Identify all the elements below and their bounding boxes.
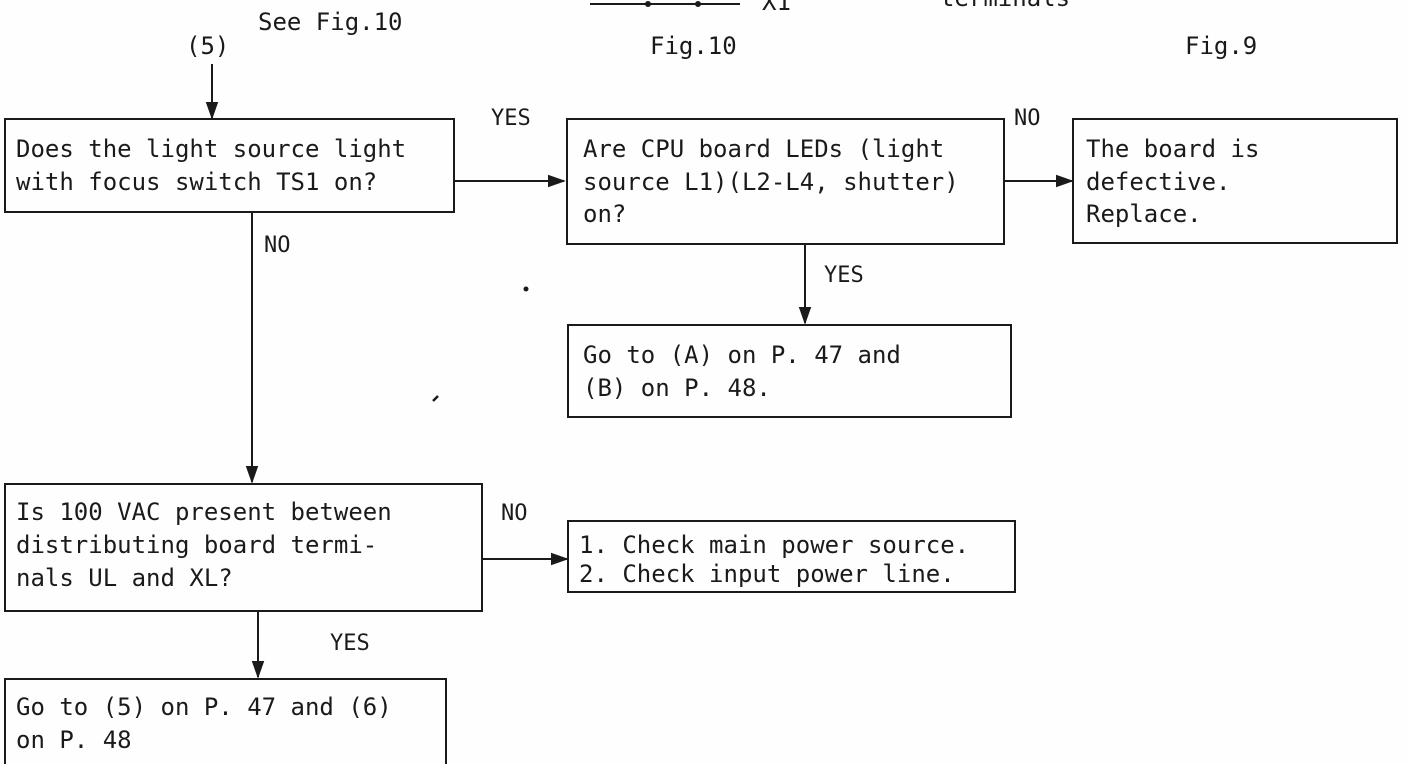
see-fig10-label: See Fig.10 (258, 8, 403, 36)
box-goto56-line-1: Go to (5) on P. 47 and (6) (16, 693, 392, 721)
box-defective-line-2: defective. (1086, 168, 1231, 196)
edge-label-light-no: NO (264, 233, 291, 258)
edge-label-vac-yes: YES (330, 631, 370, 656)
fig10-caption: Fig.10 (650, 32, 737, 60)
box-board-defective: The board is defective. Replace. (1072, 118, 1398, 244)
box-cpu-leds-question: Are CPU board LEDs (light source L1)(L2-… (566, 118, 1005, 245)
box-100vac-question: Is 100 VAC present between distributing … (4, 483, 483, 612)
box-light-line-1: Does the light source light (16, 135, 406, 163)
box-goto-ab-line-2: (B) on P. 48. (583, 374, 771, 402)
box-cpu-line-1: Are CPU board LEDs (light (583, 135, 944, 163)
stray-tick-mark (432, 395, 439, 402)
box-power-line-2: 2. Check input power line. (579, 560, 955, 588)
box-vac-line-3: nals UL and XL? (16, 564, 233, 592)
box-power-line-1: 1. Check main power source. (579, 531, 969, 559)
box-vac-line-2: distributing board termi- (16, 531, 377, 559)
box-cpu-line-2: source L1)(L2-L4, shutter) (583, 168, 959, 196)
edge-label-cpu-no: NO (1014, 106, 1041, 131)
box-vac-line-1: Is 100 VAC present between (16, 498, 392, 526)
stray-dot-mark (523, 286, 529, 292)
box-defective-line-1: The board is (1086, 135, 1259, 163)
box-goto-ab-line-1: Go to (A) on P. 47 and (583, 341, 901, 369)
box-goto-a-b: Go to (A) on P. 47 and (B) on P. 48. (567, 324, 1012, 418)
edge-label-light-yes: YES (491, 106, 531, 131)
x1-label: X1 (762, 0, 791, 16)
box-light-source-question: Does the light source light with focus s… (4, 118, 455, 213)
connectors (205, 64, 1074, 679)
start-marker: (5) (186, 32, 229, 60)
box-cpu-line-3: on? (583, 200, 626, 228)
box-goto-5-6: Go to (5) on P. 47 and (6) on P. 48 (4, 678, 447, 764)
terminals-label: terminals (940, 0, 1070, 12)
edge-label-cpu-yes: YES (824, 263, 864, 288)
box-check-power: 1. Check main power source. 2. Check inp… (567, 520, 1016, 593)
edge-label-vac-no: NO (501, 501, 528, 526)
fig9-caption: Fig.9 (1185, 32, 1257, 60)
box-goto56-line-2: on P. 48 (16, 726, 132, 754)
fig10-partial-drawing (590, 1, 740, 7)
box-defective-line-3: Replace. (1086, 200, 1202, 228)
box-light-line-2: with focus switch TS1 on? (16, 168, 377, 196)
